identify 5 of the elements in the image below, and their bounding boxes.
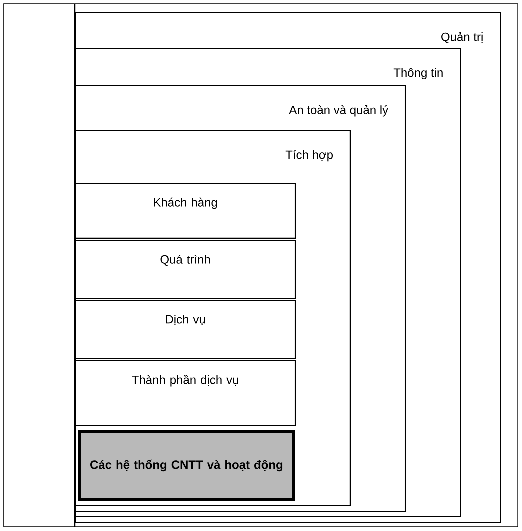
layer-box: Quá trình [74,240,296,300]
layer-box: Thành phần dịch vụ [74,360,296,426]
layer-box: Dịch vụ [74,300,296,360]
highlighted-box: Các hệ thống CNTT và hoạt động [78,430,296,502]
layer-box: Khách hàng [74,182,296,240]
